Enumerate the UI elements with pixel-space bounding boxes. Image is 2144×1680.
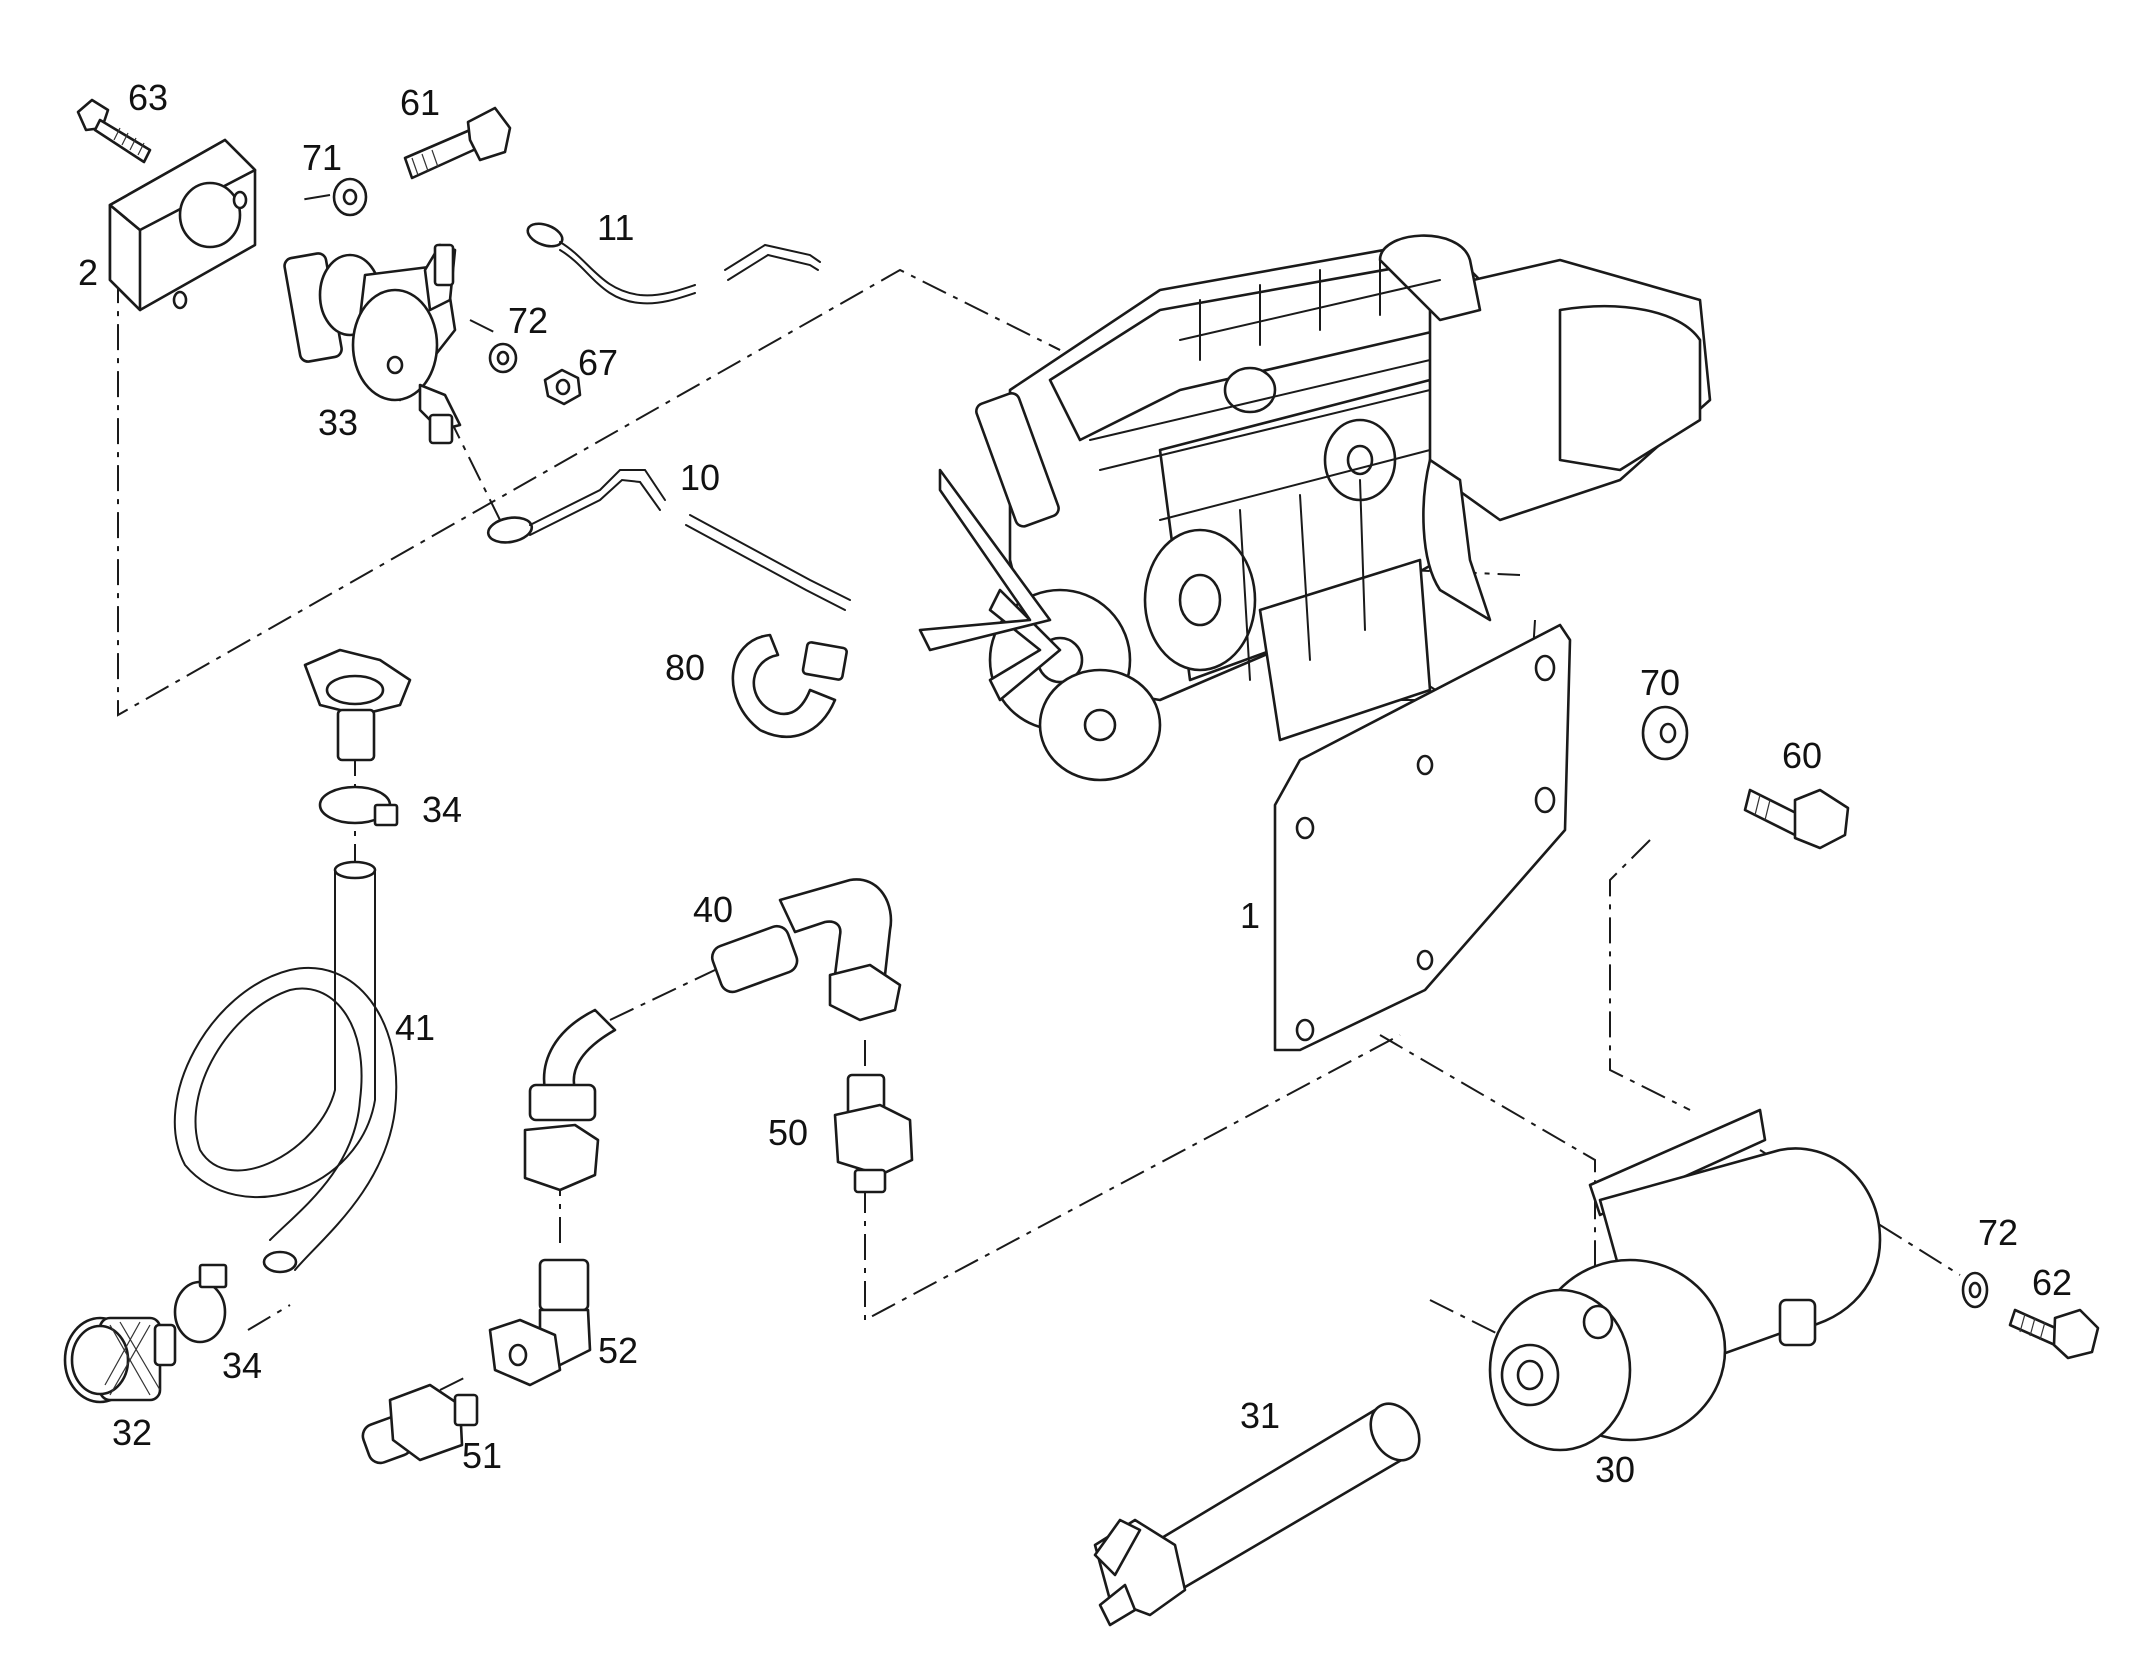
bolt-part-62 <box>2008 1308 2100 1360</box>
callout-31: 31 <box>1240 1395 1280 1436</box>
bracket-part-2 <box>108 138 257 312</box>
elbow-fitting-part-52 <box>488 1258 592 1387</box>
callout-51: 51 <box>462 1435 502 1476</box>
callout-80: 80 <box>665 647 705 688</box>
callout-62: 62 <box>2032 1262 2072 1303</box>
elbow-pipe-part-40 <box>710 878 902 1022</box>
screw-part-63 <box>76 98 152 164</box>
callout-63: 63 <box>128 77 168 118</box>
hose-part-41 <box>173 860 398 1274</box>
callout-67: 67 <box>578 342 618 383</box>
plate-part-1 <box>1273 623 1572 1052</box>
clamp-part-80 <box>731 633 848 738</box>
callout-2: 2 <box>78 252 98 293</box>
callout-61: 61 <box>400 82 440 123</box>
hose-clamp-part-34-lower <box>173 1263 228 1344</box>
shaft-part-31 <box>1093 1402 1421 1627</box>
callout-60: 60 <box>1782 735 1822 776</box>
fitting-part-51 <box>361 1383 479 1465</box>
washer-part-72-upper <box>488 342 518 374</box>
pump-part-30 <box>1488 1108 1882 1452</box>
callout-1: 1 <box>1240 895 1260 936</box>
elbow-pipe-lower <box>523 1008 617 1192</box>
coupling-claw <box>303 648 412 762</box>
callout-33: 33 <box>318 402 358 443</box>
washer-part-72-lower <box>1961 1271 1989 1309</box>
washer-part-70 <box>1641 705 1689 761</box>
callout-34: 34 <box>222 1345 262 1386</box>
callout-71: 71 <box>302 137 342 178</box>
valve-part-33 <box>283 243 462 445</box>
callout-50: 50 <box>768 1112 808 1153</box>
engine-assembly <box>918 234 1712 782</box>
washer-part-71 <box>332 177 368 217</box>
callouts: 63 61 71 2 11 72 67 33 10 80 70 60 34 1 … <box>78 77 2072 1490</box>
callout-11: 11 <box>597 207 634 248</box>
strainer-part-32 <box>63 1316 177 1404</box>
callout-52: 52 <box>598 1330 638 1371</box>
callout-72: 72 <box>1978 1212 2018 1253</box>
nut-part-67 <box>543 368 582 406</box>
callout-41: 41 <box>395 1007 435 1048</box>
cable-part-11 <box>526 222 821 305</box>
callout-30: 30 <box>1595 1449 1635 1490</box>
bolt-part-61 <box>403 106 512 180</box>
callout-40: 40 <box>693 889 733 930</box>
callout-70: 70 <box>1640 662 1680 703</box>
fitting-part-50 <box>833 1073 914 1194</box>
callout-72: 72 <box>508 300 548 341</box>
bolt-part-60 <box>1743 788 1850 850</box>
callout-34: 34 <box>422 789 462 830</box>
callout-32: 32 <box>112 1412 152 1453</box>
hose-clamp-part-34-upper <box>318 785 399 827</box>
callout-10: 10 <box>680 457 720 498</box>
cable-part-10 <box>486 469 851 611</box>
